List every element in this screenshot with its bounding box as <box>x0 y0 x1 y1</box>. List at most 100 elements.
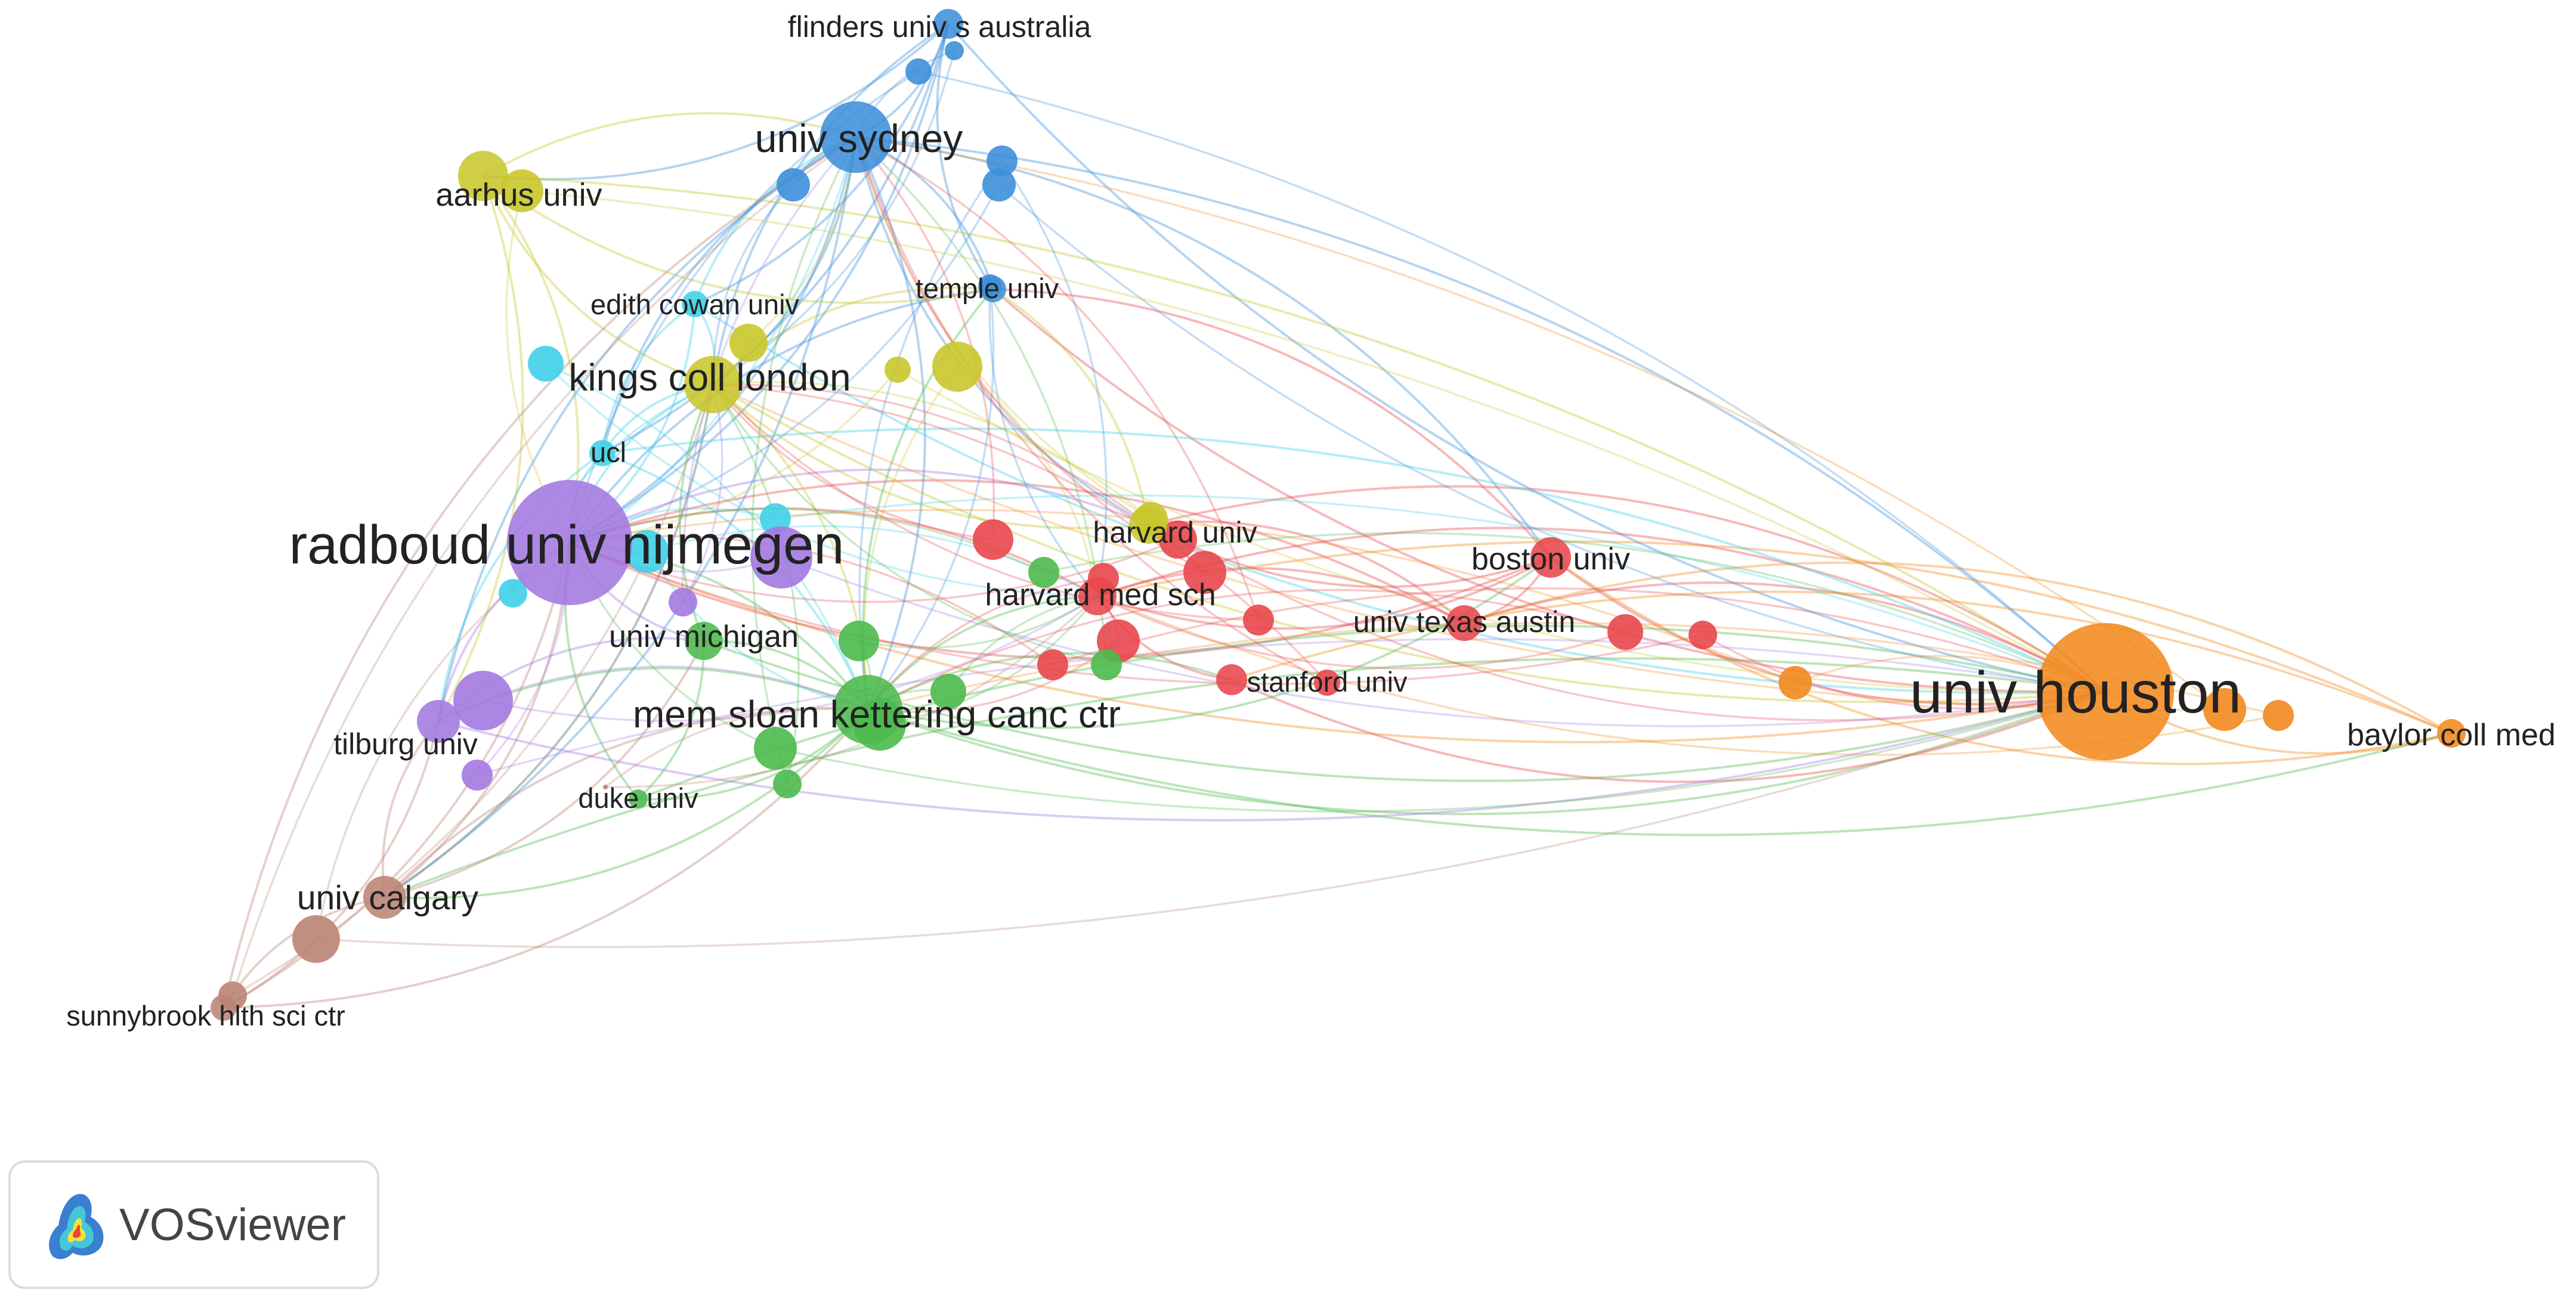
network-link <box>381 720 440 898</box>
node-sunnybrook <box>211 995 237 1021</box>
network-link <box>947 23 2106 693</box>
network-link <box>483 665 868 711</box>
network-link <box>867 640 1120 713</box>
node-sydney <box>820 101 892 173</box>
node-label-radboud: radboud univ nijmegen <box>289 515 845 575</box>
network-node <box>885 357 911 383</box>
network-link <box>638 708 869 801</box>
node-label-msk: mem sloan kettering canc ctr <box>633 693 1121 736</box>
node-label-sunnybrook: sunnybrook hlth sci ctr <box>66 1000 345 1031</box>
network-node <box>1689 621 1717 649</box>
network-link <box>867 595 1098 711</box>
network-link <box>867 708 2452 837</box>
node-label-flinders: flinders univ s australia <box>788 10 1091 44</box>
network-link <box>483 595 1098 722</box>
network-link <box>602 23 950 454</box>
node-radboud <box>507 480 632 605</box>
node-label-harvardmed: harvard med sch <box>985 578 1216 612</box>
network-node <box>760 503 791 534</box>
network-node <box>462 760 493 791</box>
network-link <box>1052 587 2106 693</box>
network-link <box>775 494 2106 693</box>
network-node <box>1314 670 1340 696</box>
network-link <box>568 23 950 544</box>
network-link <box>992 288 1149 525</box>
network-link <box>947 595 1098 693</box>
network-link <box>569 184 1000 544</box>
labeled-nodes <box>211 9 2466 1021</box>
network-link <box>316 690 2106 949</box>
network-link <box>712 383 2106 704</box>
network-link <box>712 383 2225 711</box>
node-harvard <box>1129 506 1167 544</box>
network-link <box>855 137 1328 684</box>
vosviewer-logo-icon <box>49 1194 104 1259</box>
network-link <box>956 365 1099 597</box>
network-link <box>712 384 1107 666</box>
network-node <box>1028 557 1059 588</box>
node-stanford <box>1216 664 1247 695</box>
network-link <box>1177 538 2106 721</box>
network-link <box>569 479 1465 624</box>
node-label-calgary: univ calgary <box>297 879 479 917</box>
node-temple <box>980 276 1006 302</box>
network-node <box>777 168 810 202</box>
network-node <box>2203 688 2246 731</box>
node-label-houston: univ houston <box>1910 659 2241 725</box>
network-node <box>729 324 768 362</box>
network-node <box>1037 649 1068 680</box>
network-link <box>855 136 995 540</box>
node-tilburg <box>417 700 460 743</box>
network-link <box>751 137 857 785</box>
network-link <box>482 175 994 304</box>
node-label-stanford: stanford univ <box>1247 666 1408 698</box>
network-node <box>499 579 527 608</box>
network-link <box>855 136 1260 621</box>
network-link <box>637 640 706 800</box>
network-link <box>482 175 713 386</box>
node-label-baylor: baylor coll med <box>2347 718 2556 752</box>
network-link <box>1231 679 2106 783</box>
network-node <box>1159 521 1197 559</box>
network-link <box>1148 523 1551 588</box>
node-label-temple: temple univ <box>916 272 1059 304</box>
network-link <box>855 136 2226 711</box>
network-link <box>703 640 2106 782</box>
network-link <box>1097 556 1551 630</box>
network-link <box>855 136 1552 559</box>
node-aarhus <box>458 151 508 201</box>
network-node <box>982 168 1016 202</box>
network-link <box>781 556 2106 727</box>
node-harvardmed <box>1078 577 1117 615</box>
network-link <box>1043 532 2106 693</box>
network-link <box>1464 561 2453 735</box>
network-link <box>867 577 1104 711</box>
network-link <box>601 303 696 454</box>
node-label-harvard: harvard univ <box>1093 516 1257 549</box>
network-link <box>646 551 868 711</box>
network-link <box>384 640 705 899</box>
network-node <box>773 770 802 798</box>
network-link <box>569 507 1098 597</box>
network-link <box>437 136 857 722</box>
network-link <box>1097 595 1626 670</box>
network-node <box>500 169 543 212</box>
network-link <box>775 690 2106 813</box>
network-link <box>682 384 723 603</box>
network-link <box>1550 556 2106 705</box>
node-label-aarhus: aarhus univ <box>435 177 602 213</box>
network-node <box>839 621 879 661</box>
network-node <box>1243 605 1274 636</box>
network-link <box>568 137 857 544</box>
network-node <box>603 785 608 789</box>
network-link <box>384 708 869 900</box>
network-node <box>905 58 932 85</box>
node-label-boston: boston univ <box>1471 542 1630 577</box>
network-node <box>930 674 966 710</box>
network-node <box>754 727 797 770</box>
network-node <box>1607 614 1643 650</box>
network-link <box>223 542 571 1009</box>
network-link <box>855 137 926 710</box>
